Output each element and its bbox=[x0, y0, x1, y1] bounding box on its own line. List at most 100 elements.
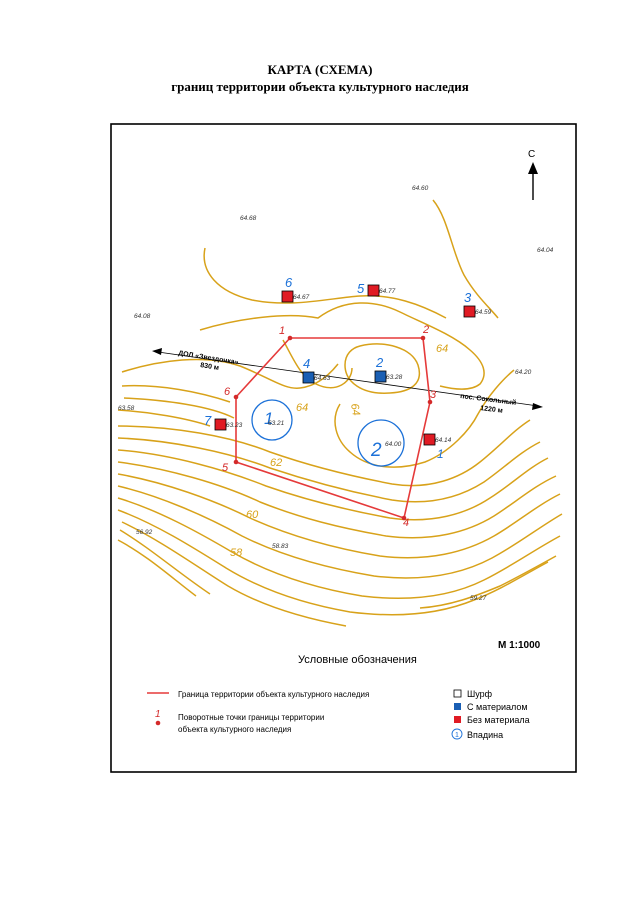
legend-pit-label: Шурф bbox=[467, 689, 493, 699]
boundary-point-marker bbox=[287, 335, 293, 341]
legend-turning-point-number: 1 bbox=[155, 709, 161, 720]
legend-turning-point-label-1: Поворотные точки границы территории bbox=[178, 713, 324, 722]
map-frame bbox=[110, 123, 577, 773]
legend-without-material-label: Без материала bbox=[467, 715, 530, 725]
boundary-point-number: 4 bbox=[403, 517, 409, 529]
pit-marker-no-material bbox=[423, 433, 436, 446]
contour-line bbox=[121, 384, 231, 403]
map-title: КАРТА (СХЕМА) bbox=[267, 62, 373, 77]
boundary-point-number: 3 bbox=[430, 389, 437, 401]
pit-marker-no-material bbox=[281, 290, 294, 303]
north-label: С bbox=[528, 149, 535, 160]
boundary-point-marker bbox=[233, 394, 239, 400]
contour-line bbox=[117, 473, 561, 559]
contour-line bbox=[117, 509, 549, 616]
contour-line bbox=[203, 247, 447, 319]
contour-label: 64 bbox=[296, 402, 308, 414]
pit-marker-no-material bbox=[214, 418, 227, 431]
pit-marker-with-material bbox=[302, 371, 315, 384]
legend-depression-label: Впадина bbox=[467, 730, 503, 740]
pit-number: 5 bbox=[357, 281, 365, 296]
spot-height: 63.58 bbox=[118, 405, 135, 412]
boundary-polygon bbox=[235, 337, 431, 520]
pit-marker-no-material bbox=[463, 305, 476, 318]
legend-boundary-label: Граница территории объекта культурного н… bbox=[178, 690, 369, 699]
spot-height: 64.20 bbox=[515, 369, 532, 376]
depression-circle bbox=[357, 419, 405, 467]
pit-height: 64.77 bbox=[379, 288, 396, 295]
pit-marker-no-material bbox=[367, 284, 380, 297]
contour-line bbox=[334, 369, 515, 468]
boundary-point-number: 2 bbox=[422, 324, 429, 336]
legend-heading: Условные обозначения bbox=[298, 654, 417, 666]
contour-line bbox=[117, 539, 197, 597]
spot-height: 64.08 bbox=[134, 313, 151, 320]
depressions: 1 63.21 2 64.00 bbox=[251, 399, 405, 467]
arrow-right-icon bbox=[532, 403, 543, 410]
contour-line bbox=[119, 529, 211, 595]
depression-circle bbox=[251, 399, 293, 441]
pit-height: 64.67 bbox=[293, 294, 310, 301]
pit-height: 63.28 bbox=[386, 374, 403, 381]
depression-number: 2 bbox=[370, 440, 382, 461]
north-arrow-icon: С bbox=[528, 149, 538, 200]
contour-line bbox=[432, 199, 499, 319]
arrow-left-icon bbox=[152, 348, 162, 355]
contour-line bbox=[117, 461, 557, 539]
legend-with-material-marker bbox=[454, 703, 461, 710]
contour-label: 64 bbox=[436, 343, 448, 355]
contour-line bbox=[117, 485, 563, 579]
road-left-distance: 830 м bbox=[200, 362, 220, 372]
pit-height: 64.59 bbox=[475, 309, 492, 316]
spot-height: 58.83 bbox=[272, 543, 289, 550]
contour-label: 60 bbox=[246, 509, 259, 521]
scale-label: М 1:1000 bbox=[498, 640, 541, 651]
pit-height: 63.23 bbox=[226, 422, 243, 429]
pit-marker-with-material bbox=[374, 370, 387, 383]
depression-number: 1 bbox=[264, 409, 273, 428]
legend-depression-marker bbox=[451, 728, 463, 740]
boundary-point-number: 1 bbox=[279, 325, 285, 337]
pit-number: 6 bbox=[285, 275, 293, 290]
contour-line bbox=[199, 302, 485, 390]
pit-height: 64.14 bbox=[435, 437, 452, 444]
spot-height: 64.60 bbox=[412, 185, 429, 192]
road-right-name: пос. Сокольный bbox=[460, 392, 517, 407]
map-subtitle: границ территории объекта культурного на… bbox=[171, 79, 469, 94]
contour-line bbox=[121, 521, 347, 627]
contour-line bbox=[117, 449, 549, 521]
spot-height: 56.92 bbox=[136, 529, 153, 536]
pit-number: 3 bbox=[464, 290, 472, 305]
contour-label: 62 bbox=[270, 457, 282, 469]
legend-depression-number: 1 bbox=[455, 732, 459, 739]
contour-line bbox=[117, 409, 211, 427]
spot-height: 64.04 bbox=[537, 247, 554, 254]
contour-line bbox=[117, 497, 561, 600]
legend-pit-marker bbox=[453, 689, 462, 698]
legend: Условные обозначения Граница территории … bbox=[147, 654, 530, 740]
contour-line bbox=[121, 358, 339, 389]
legend-turning-point-label-2: объекта культурного наследия bbox=[178, 725, 291, 734]
boundary-point-number: 6 bbox=[224, 386, 231, 398]
legend-turning-point-marker bbox=[155, 720, 161, 726]
spot-height: 64.68 bbox=[240, 215, 257, 222]
contour-line bbox=[123, 397, 235, 419]
pit-number: 4 bbox=[303, 356, 310, 371]
contour-line bbox=[117, 437, 541, 503]
boundary-point-marker bbox=[420, 335, 426, 341]
road-line bbox=[157, 351, 539, 407]
pit-height: 64.63 bbox=[314, 375, 331, 382]
contour-line bbox=[344, 343, 421, 394]
contour-label: 58 bbox=[230, 547, 243, 559]
pit-number: 7 bbox=[204, 413, 212, 428]
contour-lines bbox=[117, 199, 563, 627]
contour-line bbox=[117, 419, 531, 487]
boundary-point-marker bbox=[233, 459, 239, 465]
boundary-point-marker bbox=[427, 399, 433, 405]
pit-number: 2 bbox=[375, 355, 384, 370]
spot-height: 59.27 bbox=[470, 595, 487, 602]
depression-height: 64.00 bbox=[385, 441, 402, 448]
legend-with-material-label: С материалом bbox=[467, 702, 528, 712]
legend-without-material-marker bbox=[454, 716, 461, 723]
